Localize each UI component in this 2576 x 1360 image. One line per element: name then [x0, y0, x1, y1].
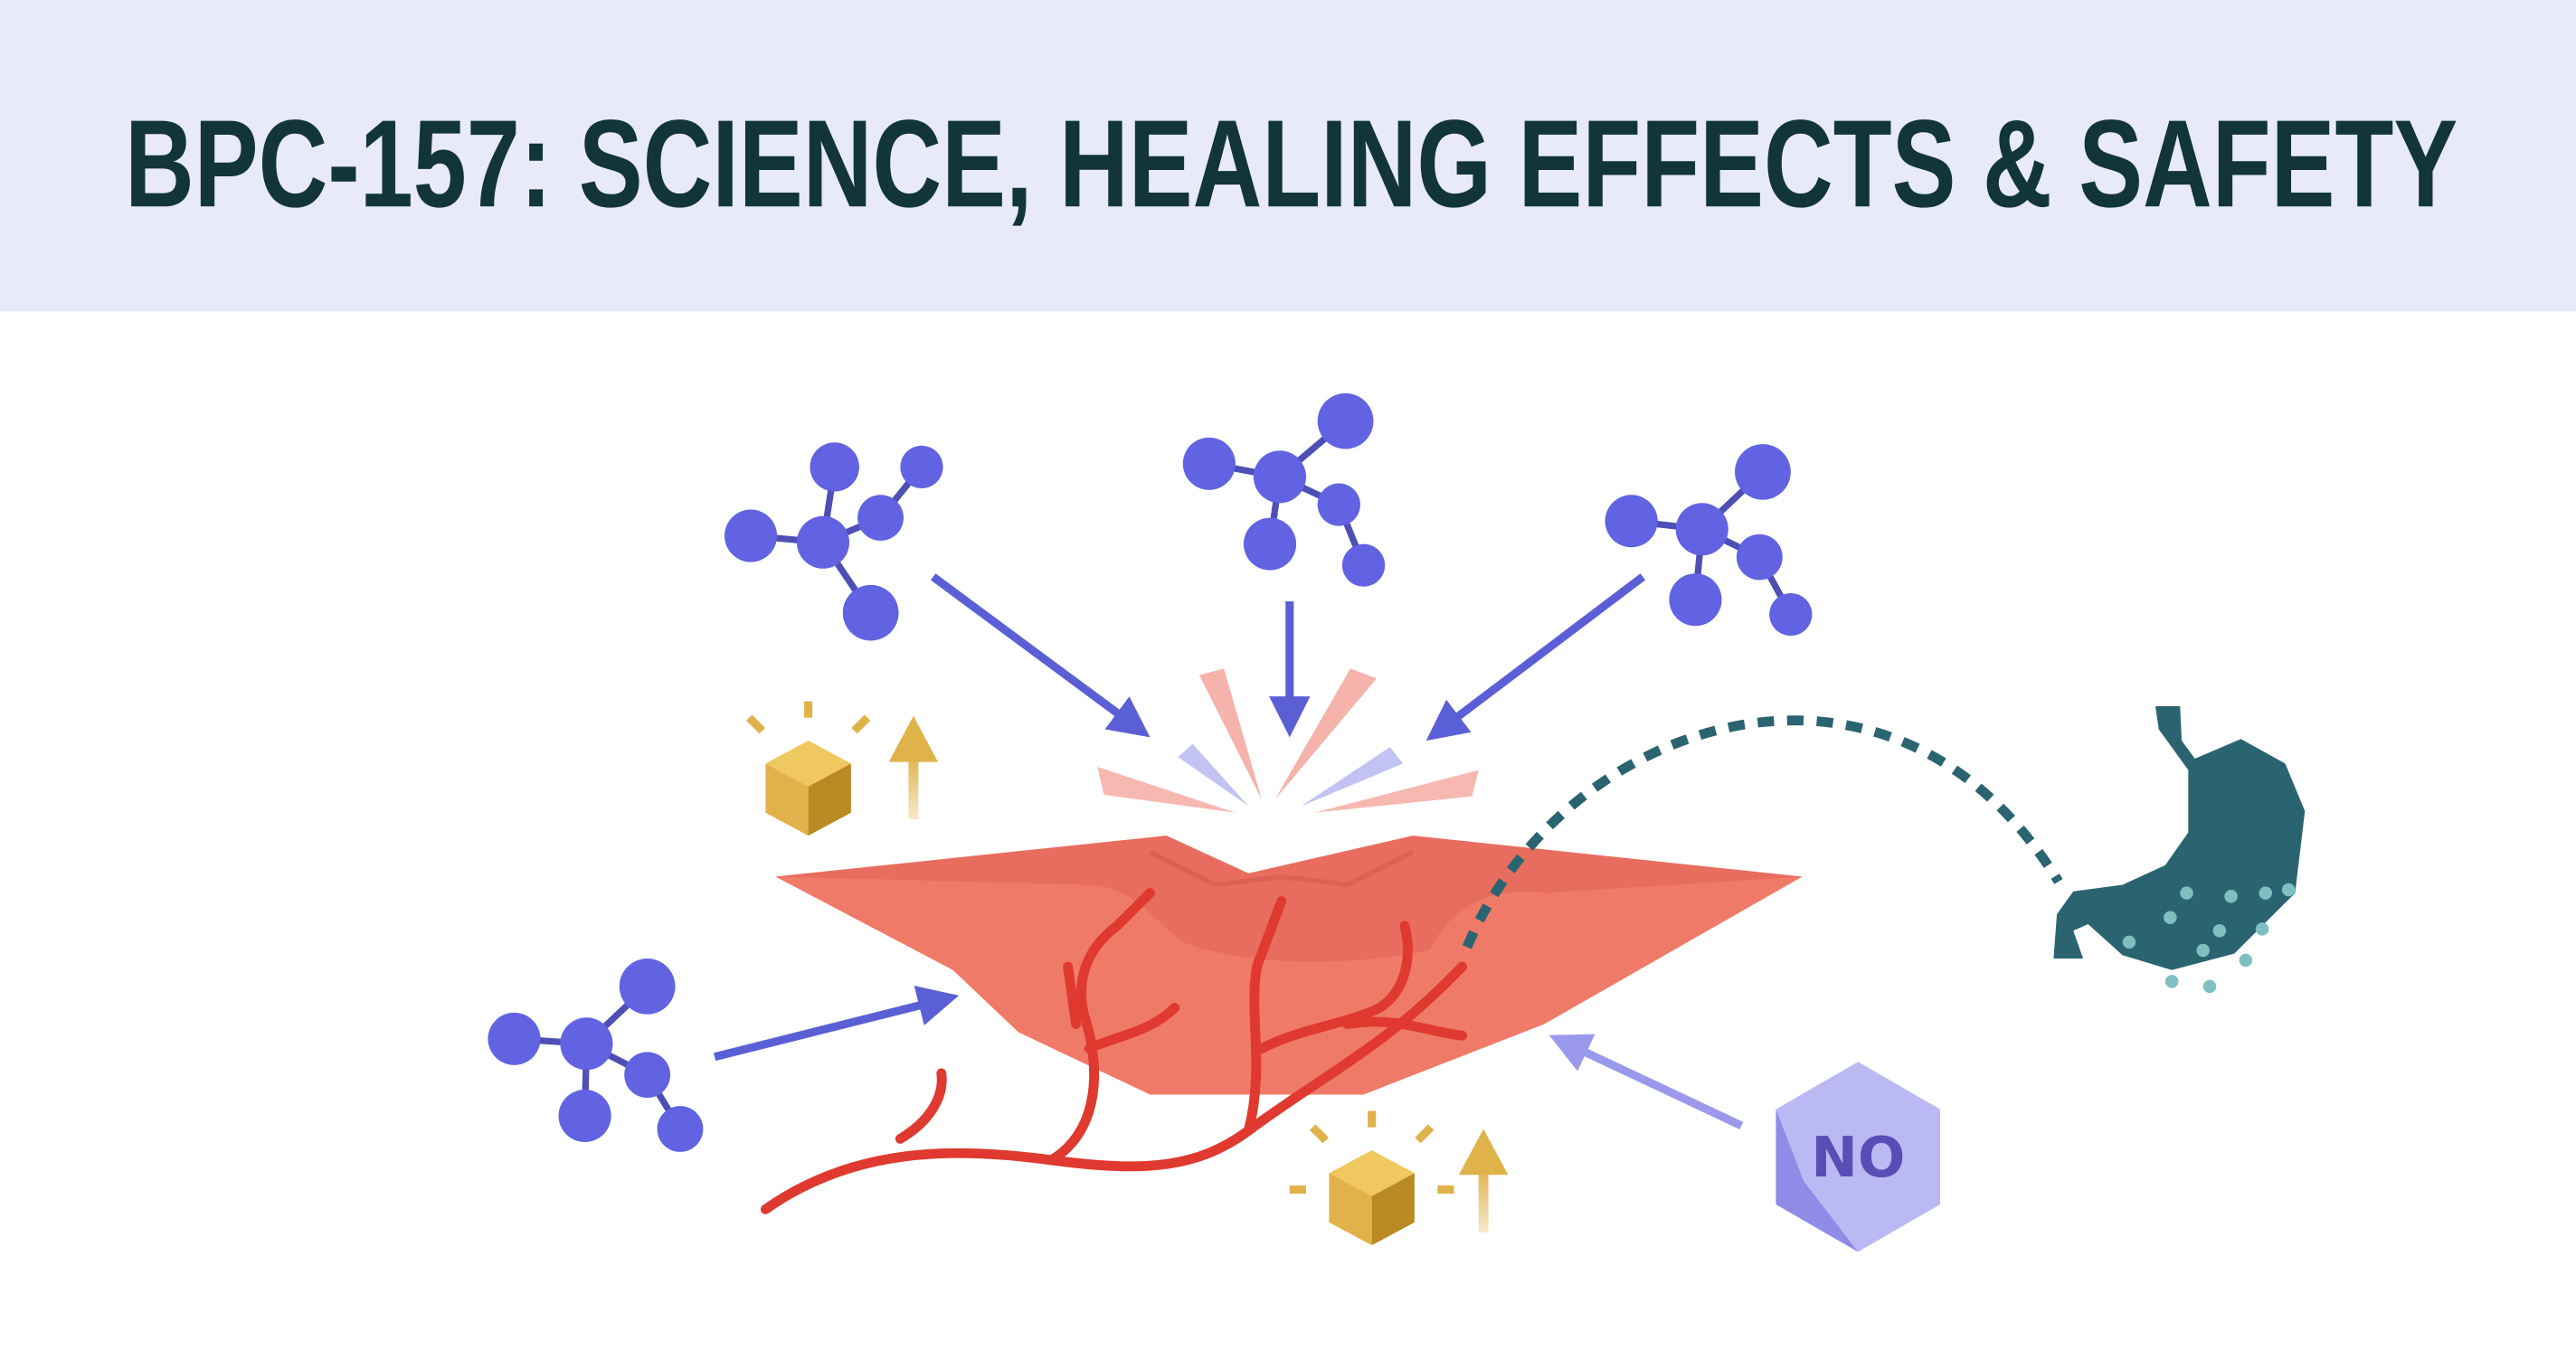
molecule-icon — [1182, 392, 1386, 587]
growth-factor-cube-icon — [1289, 1110, 1454, 1246]
stomach-icon — [2053, 705, 2306, 994]
header-banner — [0, 0, 2576, 312]
nitric-oxide-label: NO — [1811, 1125, 1905, 1190]
page-title: BPC-157: SCIENCE, HEALING EFFECTS & SAFE… — [125, 94, 2458, 233]
arrows — [713, 573, 1744, 1129]
up-arrow-icon — [1458, 1129, 1509, 1232]
molecule-icon — [724, 442, 943, 641]
tissue-wound — [775, 836, 1803, 1095]
arrow-icon — [930, 573, 1151, 738]
blood-vessel — [760, 888, 1467, 1214]
molecule-icon — [488, 959, 704, 1152]
growth-factor-cube-icon — [746, 701, 871, 836]
arrow-icon — [713, 986, 960, 1062]
arrow-icon — [1425, 573, 1646, 741]
arrow-icon — [1548, 1034, 1744, 1129]
no-hexagon-icon: NO — [1776, 1062, 1941, 1252]
molecule-icon — [1605, 444, 1813, 637]
up-arrow-icon — [888, 715, 939, 820]
dashed-connector — [1462, 715, 2063, 949]
